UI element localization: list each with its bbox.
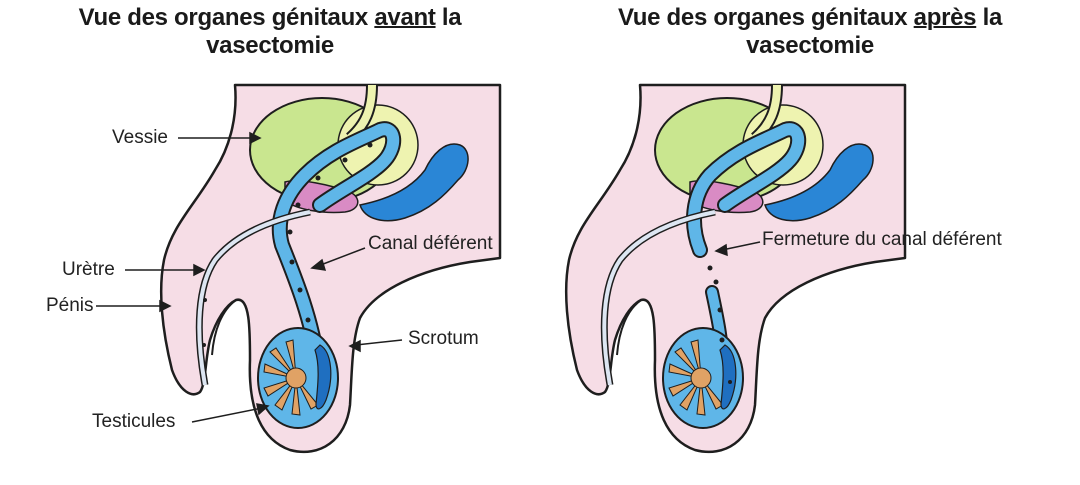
title-before-line2: vasectomie xyxy=(206,32,334,59)
epididymis xyxy=(719,344,737,410)
title-before-emphasis: avant xyxy=(374,4,436,31)
label-vessie: Vessie xyxy=(112,127,168,148)
title-after-suffix: la xyxy=(976,4,1003,31)
label-uretre: Urètre xyxy=(62,259,115,280)
leader-canal xyxy=(317,247,366,267)
title-after-emphasis: après xyxy=(913,4,977,31)
panel-after: Vue des organes génitaux après la vasect… xyxy=(540,0,1080,485)
label-scrotum: Scrotum xyxy=(408,328,479,349)
epididymis xyxy=(314,344,332,410)
seminal-vesicle xyxy=(764,143,874,222)
seminiferous-tubules xyxy=(263,339,319,416)
title-before-suffix: la xyxy=(435,4,462,31)
title-after-text: Vue des organes génitaux xyxy=(617,4,914,31)
sperm-cells xyxy=(202,142,373,347)
penis-fold xyxy=(211,299,237,356)
label-testicules: Testicules xyxy=(92,411,176,432)
sperm-cells xyxy=(707,265,732,384)
leader-testicules xyxy=(191,407,263,423)
label-penis: Pénis xyxy=(46,295,94,316)
title-after-line2: vasectomie xyxy=(746,32,874,59)
title-before-text: Vue des organes génitaux xyxy=(78,4,375,31)
anatomy-after-illustration xyxy=(564,83,907,454)
label-canal-deferent: Canal déférent xyxy=(368,233,493,254)
leader-fermeture xyxy=(721,241,761,251)
label-fermeture-canal: Fermeture du canal déférent xyxy=(762,229,1002,250)
anatomy-before-illustration xyxy=(96,83,502,454)
seminal-vesicle xyxy=(359,143,469,222)
title-before: Vue des organes génitaux avant la vasect… xyxy=(0,4,540,60)
seminiferous-tubules xyxy=(668,339,724,416)
panel-before: Vue des organes génitaux avant la vasect… xyxy=(0,4,540,454)
leader-scrotum xyxy=(355,339,403,346)
title-after: Vue des organes génitaux après la vasect… xyxy=(540,4,1080,60)
